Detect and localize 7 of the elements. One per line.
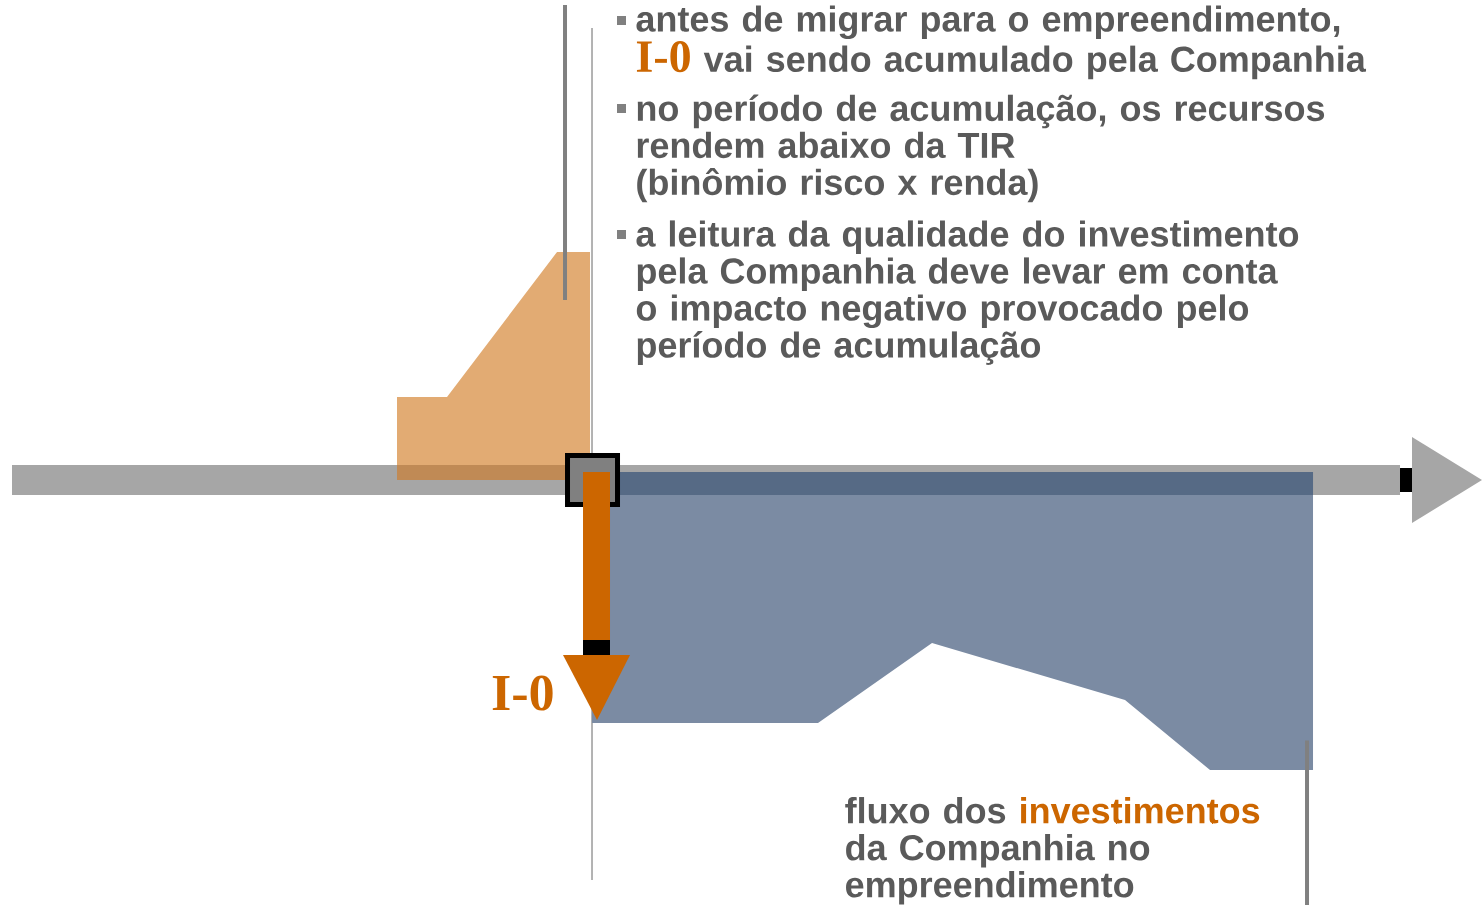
leader-line xyxy=(1305,740,1309,905)
bullet-text: a leitura da qualidade do investimento pela Companhia deve levar em conta o impacto negativo provocado pelo período de acumulação xyxy=(636,220,1299,365)
bullet-text: no período de acumulação, os recursos rendem abaixo da TIR (binômio risco x renda) xyxy=(637,94,1325,203)
caption-text: fluxo dos investimentos da Companhia no empreendimento xyxy=(845,797,1260,905)
area-shape xyxy=(397,252,590,480)
area-shape xyxy=(592,472,1313,770)
bullet-text: antes de migrar para o empreendimento, I-0 vai sendo acumulado pela Companhia xyxy=(636,5,1367,80)
